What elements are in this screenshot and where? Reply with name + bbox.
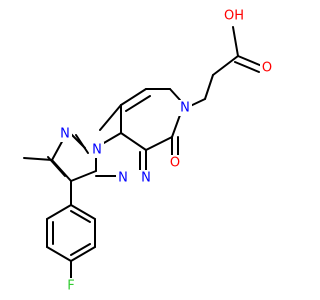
bond-ch2-ch2 (204, 74, 214, 100)
bond-ph-6 (70, 204, 96, 220)
bond-ring-5 (145, 136, 173, 151)
bond-oh-c (232, 26, 239, 57)
bond-ph-1 (46, 204, 72, 220)
bond-ring-2 (120, 88, 147, 106)
atom-oh: OH (224, 9, 244, 24)
bond-ph-6-inner (70, 210, 91, 223)
bond-ph-4-inner (70, 243, 91, 256)
atom-o-acid: O (262, 61, 272, 76)
atom-n-bridge: N (92, 143, 102, 158)
bond-ph-3 (46, 246, 72, 262)
atom-n-amide: N (180, 101, 190, 116)
pyridinone-ring (120, 88, 181, 156)
bond-ring-6 (171, 114, 181, 138)
bond-ph-4 (70, 246, 96, 262)
carboxylic-acid-group (185, 26, 263, 109)
bond-pz-2 (70, 170, 97, 182)
bond-ring-4 (120, 132, 147, 151)
bond-ring-7 (169, 88, 181, 101)
bond-tri-2 (99, 104, 122, 131)
pyrazole-ring (23, 131, 97, 182)
fluorophenyl-ring (46, 180, 96, 281)
atom-fluorine: F (67, 279, 74, 294)
structure-canvas: OH O N O N N N N F (23, 8, 274, 294)
bond-methyl (23, 157, 53, 161)
atom-n-triazine-1: N (118, 171, 128, 186)
bond-acid-ch2 (212, 55, 239, 76)
atom-n-triazine-2: N (141, 171, 151, 186)
molecule-structure: OH O N O N N N N F (23, 8, 274, 294)
bond-c-o-double-2 (234, 61, 260, 73)
atom-n-pyrazole: N (60, 127, 70, 142)
bond-pz-3 (51, 159, 72, 182)
atom-labels: OH O N O N N N N F (58, 8, 274, 294)
atom-o-ketone: O (170, 156, 180, 171)
bond-ring-2-inner (125, 95, 151, 112)
bond-c-o-double-1 (237, 55, 263, 67)
